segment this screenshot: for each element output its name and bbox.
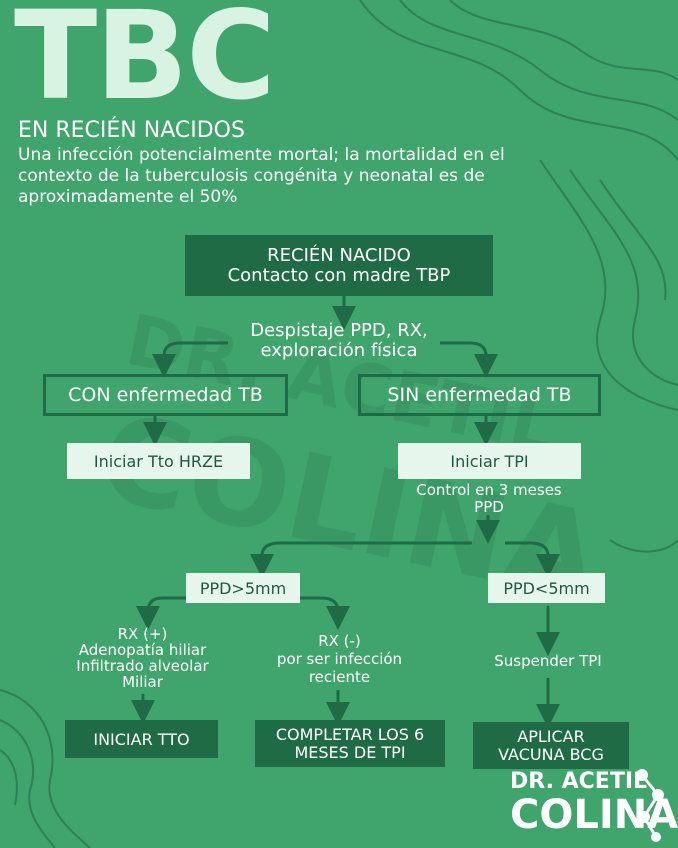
page-title: TBC xyxy=(14,0,276,127)
node-complete-tpi-line2: MESES DE TPI xyxy=(294,742,406,762)
node-newborn-line2: Contacto con madre TBP xyxy=(227,264,451,286)
node-control-line2: PPD xyxy=(474,498,504,516)
node-screening-line2: exploración física xyxy=(260,340,418,361)
node-rx-positive-line1: RX (+) xyxy=(117,625,168,643)
node-start-hrze-label: Iniciar Tto HRZE xyxy=(93,451,224,471)
node-apply-bcg: APLICAR VACUNA BCG xyxy=(473,722,629,769)
node-rx-positive-line3: Infiltrado alveolar xyxy=(76,657,209,675)
node-rx-negative: RX (-) por ser infección reciente xyxy=(262,632,417,686)
node-start-tpi-label: Iniciar TPI xyxy=(450,451,529,471)
node-suspend-tpi-label: Suspender TPI xyxy=(494,652,602,670)
node-complete-tpi: COMPLETAR LOS 6 MESES DE TPI xyxy=(255,720,445,767)
arrow-ppdgt-to-rxneg xyxy=(300,596,350,630)
node-rx-negative-line3: reciente xyxy=(308,668,371,686)
node-complete-tpi-line1: COMPLETAR LOS 6 xyxy=(275,724,425,744)
node-screening: Despistaje PPD, RX, exploración física xyxy=(210,321,468,361)
node-rx-positive-line4: Miliar xyxy=(122,673,163,691)
intro-text: Una infección potencialmente mortal; la … xyxy=(18,145,505,207)
node-rx-positive-line2: Adenopatía hiliar xyxy=(78,641,207,659)
page-subtitle: EN RECIÉN NACIDOS xyxy=(18,118,245,143)
node-ppd-less-label: PPD<5mm xyxy=(503,578,590,598)
molecule-icon xyxy=(636,769,664,842)
node-with-disease: CON enfermedad TB xyxy=(43,374,288,416)
node-start-treatment: INICIAR TTO xyxy=(65,720,218,758)
node-suspend-tpi: Suspender TPI xyxy=(470,652,626,670)
node-ppd-greater: PPD>5mm xyxy=(186,573,300,603)
arrow-split-left xyxy=(250,541,472,578)
node-rx-negative-line2: por ser infección xyxy=(276,650,403,668)
node-ppd-less: PPD<5mm xyxy=(488,573,605,603)
node-control: Control en 3 meses PPD xyxy=(380,482,598,516)
arrow-split-right xyxy=(505,541,560,578)
node-control-line1: Control en 3 meses xyxy=(416,481,562,499)
node-start-tpi: Iniciar TPI xyxy=(398,443,581,479)
node-with-disease-label: CON enfermedad TB xyxy=(68,384,263,406)
node-without-disease-label: SIN enfermedad TB xyxy=(387,384,572,406)
node-apply-bcg-line2: VACUNA BCG xyxy=(498,744,604,764)
node-newborn: RECIÉN NACIDO Contacto con madre TBP xyxy=(185,235,493,296)
arrow-screening-to-sin xyxy=(440,341,498,378)
arrow-screening-to-con xyxy=(152,341,228,378)
node-rx-positive: RX (+) Adenopatía hiliar Infiltrado alve… xyxy=(50,626,235,690)
arrow-ppdgt-to-rxpos xyxy=(136,596,186,630)
node-without-disease: SIN enfermedad TB xyxy=(358,374,601,416)
node-apply-bcg-line1: APLICAR xyxy=(517,726,585,746)
node-newborn-line1: RECIÉN NACIDO xyxy=(267,244,411,266)
node-start-hrze: Iniciar Tto HRZE xyxy=(67,443,250,479)
node-ppd-greater-label: PPD>5mm xyxy=(199,578,287,598)
node-start-treatment-label: INICIAR TTO xyxy=(93,729,190,749)
brand-logo-line1: DR. ACETIL xyxy=(510,769,648,794)
node-screening-line1: Despistaje PPD, RX, xyxy=(250,320,428,341)
node-rx-negative-line1: RX (-) xyxy=(318,632,361,650)
